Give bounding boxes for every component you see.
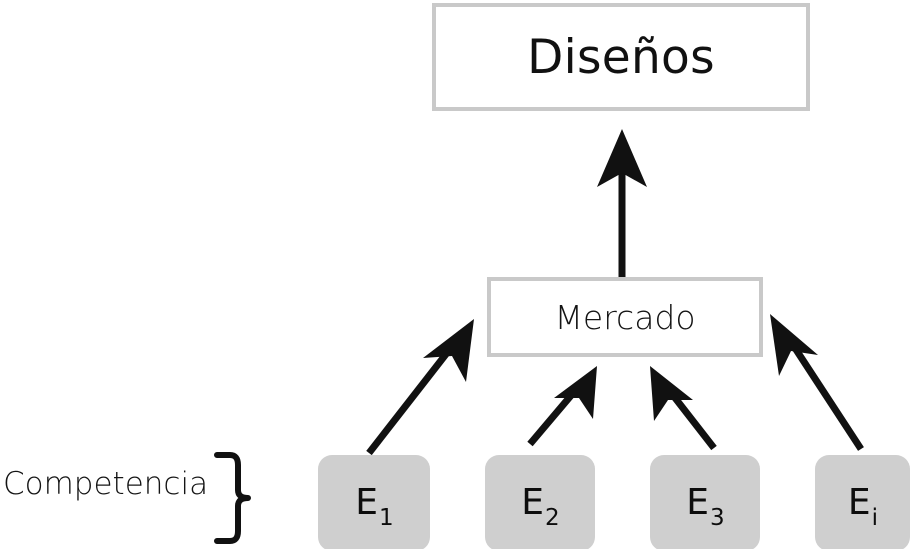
entity-base-e1: E xyxy=(355,482,379,523)
arrow-ei-to-mercado xyxy=(770,314,864,451)
node-mercado[interactable]: Mercado xyxy=(487,277,763,357)
entity-box-ei[interactable]: Ei xyxy=(815,455,910,549)
entity-subscript-e1: 1 xyxy=(379,505,394,531)
entity-box-e3[interactable]: E3 xyxy=(650,455,760,549)
entity-label-ei: Ei xyxy=(847,482,878,530)
node-disenos-label: Diseños xyxy=(527,29,715,85)
entity-label-e3: E3 xyxy=(686,482,724,530)
node-mercado-label: Mercado xyxy=(554,297,696,337)
entity-box-e1[interactable]: E1 xyxy=(318,455,430,549)
entity-subscript-e3: 3 xyxy=(710,505,725,531)
arrow-e2-to-mercado xyxy=(527,366,597,447)
entity-label-e2: E2 xyxy=(521,482,559,530)
entity-subscript-e2: 2 xyxy=(545,505,560,531)
entity-label-e1: E1 xyxy=(355,482,393,530)
entity-base-e3: E xyxy=(686,482,710,523)
arrow-e3-to-mercado xyxy=(650,366,717,451)
entity-box-e2[interactable]: E2 xyxy=(485,455,595,549)
entity-base-ei: E xyxy=(847,482,871,523)
arrow-e1-to-mercado xyxy=(366,319,474,456)
group-label-competencia: Competencia xyxy=(3,466,209,502)
curly-brace xyxy=(208,448,254,548)
node-disenos[interactable]: Diseños xyxy=(432,3,810,111)
entity-base-e2: E xyxy=(521,482,545,523)
arrow-mercado-to-disenos xyxy=(597,129,647,278)
entity-subscript-ei: i xyxy=(871,505,879,531)
